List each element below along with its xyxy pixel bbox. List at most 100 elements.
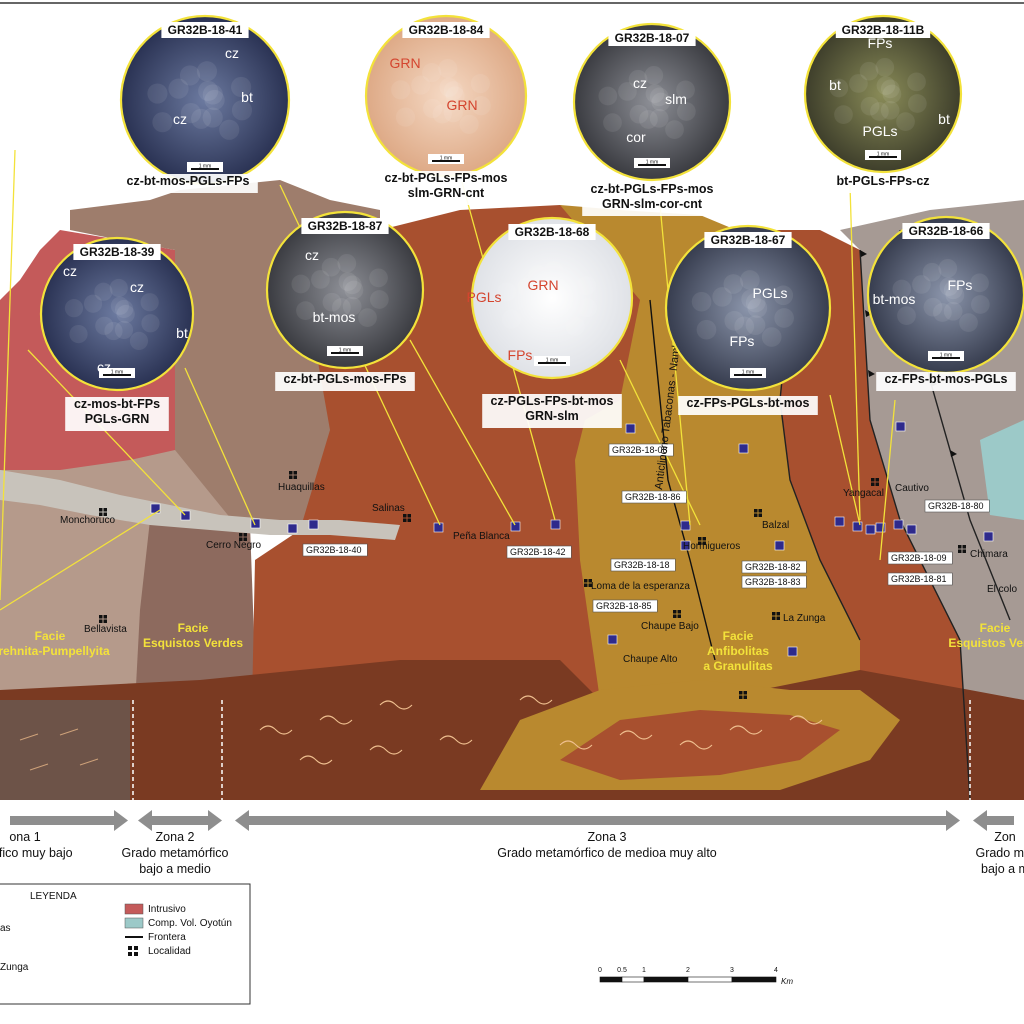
sample-id-box (835, 22, 931, 38)
sample-marker[interactable] (906, 524, 917, 535)
locality-marker (958, 545, 966, 553)
sample-id-box (508, 224, 596, 240)
sample-tag[interactable]: GR32B-18-86 (621, 490, 687, 504)
scale-unit: Km (781, 977, 793, 986)
svg-text:GR32B-18-85: GR32B-18-85 (596, 601, 652, 611)
mineral-label: FPs (508, 347, 533, 363)
sample-marker[interactable] (774, 540, 785, 551)
sample-tag[interactable]: GR32B-18-85 (592, 599, 658, 613)
unit-alluvium (0, 470, 400, 540)
sample-tag[interactable]: GR32B-18-08 (608, 443, 674, 457)
sample-marker[interactable] (893, 519, 904, 530)
sample-marker[interactable] (875, 522, 886, 533)
sample-marker[interactable] (680, 520, 691, 531)
sample-marker[interactable] (680, 540, 691, 551)
sample-tag[interactable]: GR32B-18-83 (741, 575, 807, 589)
sample-id: GR32B-18-41 (168, 23, 243, 37)
leader-line (0, 509, 161, 611)
mineral-assemblage: cz-FPs-PGLs-bt-mos (687, 396, 810, 410)
legend-item: Zunga (0, 962, 29, 973)
mineral-assemblage: cz-bt-mos-PGLs-FPs (127, 174, 250, 188)
sample-id-box (902, 223, 990, 239)
micrograph-circle (664, 224, 832, 392)
sample-tag[interactable]: GR32B-18-18 (610, 558, 676, 572)
micrograph-circle (39, 236, 195, 392)
micro-scale (634, 158, 670, 168)
locality-label: Loma de la esperanza (591, 581, 690, 592)
sample-marker[interactable] (510, 521, 521, 532)
sample-marker[interactable] (308, 519, 319, 530)
locality-label: Hormigueros (683, 541, 740, 552)
micro-scale (865, 150, 901, 160)
sample-marker[interactable] (738, 443, 749, 454)
sample-tag[interactable]: GR32B-18-81 (887, 572, 953, 586)
sample-marker[interactable] (787, 646, 798, 657)
svg-text:Grado metbajo a m: Grado metbajo a m (975, 846, 1024, 876)
sample-tag[interactable]: GR32B-18-82 (741, 560, 807, 574)
sample-marker[interactable] (150, 503, 161, 514)
mineral-label: cz (173, 111, 187, 127)
sample-marker[interactable] (287, 523, 298, 534)
mineral-label: GRN (446, 97, 477, 113)
locality-label: La Zunga (783, 613, 826, 624)
sample-id-box (402, 22, 490, 38)
sample-tag[interactable]: GR32B-18-09 (887, 551, 953, 565)
micro-scale (99, 368, 135, 378)
sample-marker[interactable] (550, 519, 561, 530)
zone-arrow (10, 810, 128, 831)
sample-id-box (73, 244, 161, 260)
sample-marker[interactable] (433, 522, 444, 533)
svg-text:1 mm: 1 mm (440, 156, 453, 162)
micro-scale (730, 368, 766, 378)
svg-text:GR32B-18-08: GR32B-18-08 (612, 445, 668, 455)
svg-text:Zon: Zon (994, 830, 1016, 844)
svg-text:GR32B-18-86: GR32B-18-86 (625, 492, 681, 502)
sample-tag[interactable]: GR32B-18-80 (924, 499, 990, 513)
legend-item: Frontera (125, 932, 186, 943)
sample-marker[interactable] (625, 423, 636, 434)
mineral-label: cz (633, 75, 647, 91)
sample-tag[interactable]: GR32B-18-40 (302, 543, 368, 557)
sample-marker[interactable] (983, 531, 994, 542)
mineral-label: FPs (948, 277, 973, 293)
sample-marker[interactable] (895, 421, 906, 432)
locality-label: Peña Blanca (453, 531, 510, 542)
sample-id-box (301, 218, 389, 234)
svg-text:Zona 3: Zona 3 (588, 830, 627, 844)
mineral-label: GRN (389, 55, 420, 71)
leader-line (879, 399, 896, 561)
sample-id: GR32B-18-66 (909, 224, 984, 238)
scale-tick: 4 (774, 967, 778, 974)
locality-label: El colo (987, 584, 1017, 595)
sample-marker[interactable] (865, 524, 876, 535)
locality-label: Yangacal (843, 488, 884, 499)
mineral-label: PGLs (466, 289, 501, 305)
sample-marker[interactable] (180, 510, 191, 521)
sample-markers (99, 421, 994, 699)
sample-marker[interactable] (607, 634, 618, 645)
mineral-label: cz (305, 247, 319, 263)
sample-marker[interactable] (250, 518, 261, 529)
sample-marker[interactable] (852, 521, 863, 532)
mineral-assemblage: bt-PGLs-FPs-cz (836, 174, 929, 188)
mineral-label: bt (829, 77, 841, 93)
micro-scale (928, 351, 964, 361)
sample-tag[interactable]: GR32B-18-42 (506, 545, 572, 559)
svg-text:mórfico muy bajo: mórfico muy bajo (0, 846, 73, 860)
sample-marker[interactable] (834, 516, 845, 527)
